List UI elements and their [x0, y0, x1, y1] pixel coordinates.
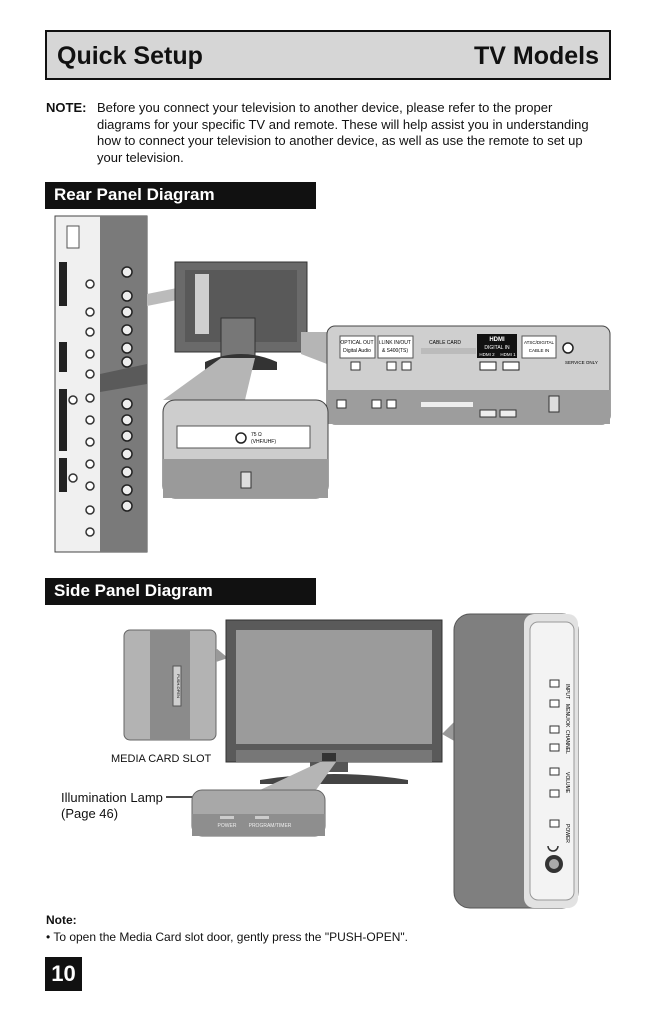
note-line: Before you connect your television to an…	[97, 100, 553, 115]
header-title-right: TV Models	[473, 42, 599, 70]
digital-in-label: DIGITAL IN	[484, 345, 510, 351]
hdmi2-label: HDMI 2	[479, 352, 495, 357]
rear-side-strip	[54, 215, 148, 553]
tv-rear-view	[174, 261, 308, 370]
atsc-label: ATSC/DIGITAL	[524, 340, 555, 345]
note-line: your television.	[97, 149, 184, 165]
push-open-label: PUSH-OPEN	[176, 674, 181, 698]
rear-panel-section-title: Rear Panel Diagram	[45, 182, 316, 209]
note-line: how to connect your television to anothe…	[97, 133, 583, 148]
side-btn-label: VOLUME	[564, 772, 570, 794]
program-timer-label: PROGRAM/TIMER	[249, 823, 292, 829]
side-control-strip: INPUT MENU/OK CHANNEL VOLUME POWER	[453, 613, 579, 909]
optical-sublabel: Digital Audio	[343, 348, 371, 354]
optical-label: OPTICAL OUT	[340, 340, 373, 346]
media-card-slot-detail: PUSH-OPEN	[123, 629, 217, 741]
side-btn-label: MENU/OK	[564, 704, 570, 728]
side-panel-section-title: Side Panel Diagram	[45, 578, 316, 605]
side-btn-label: CHANNEL	[564, 730, 570, 754]
tv-front-view	[225, 619, 443, 784]
atsc-sublabel: CABLE IN	[529, 348, 550, 353]
rear-panel-diagram: OPTICAL OUT Digital Audio i.LINK IN/OUT …	[54, 215, 611, 553]
side-panel-diagram: PUSH-OPEN POWER PROGRAM/TIMER INPUT	[123, 613, 579, 909]
rear-antenna-panel: 75 Ω (VHF/UHF)	[162, 399, 329, 499]
ilink-label: i.LINK IN/OUT	[379, 340, 411, 346]
note-text: Before you connect your television to an…	[97, 100, 617, 166]
media-card-slot-caption: MEDIA CARD SLOT	[111, 753, 212, 765]
page-header: Quick Setup TV Models	[45, 30, 611, 80]
power-indicator-label: POWER	[218, 823, 237, 829]
hdmi1-label: HDMI 1	[500, 352, 516, 357]
rear-connector-panel: OPTICAL OUT Digital Audio i.LINK IN/OUT …	[326, 325, 611, 425]
vhf-sublabel: (VHF/UHF)	[251, 439, 276, 445]
lamp-label-line: (Page 46)	[61, 806, 119, 821]
cable-card-label: CABLE CARD	[429, 340, 461, 346]
footer-note-text: • To open the Media Card slot door, gent…	[46, 930, 409, 944]
hdmi-logo-text: HDMI	[489, 337, 505, 343]
side-btn-label: INPUT	[564, 684, 570, 699]
illumination-lamp-label: Illumination Lamp (Page 46)	[61, 790, 163, 822]
page-number: 10	[45, 957, 82, 991]
vhf-label: 75 Ω	[251, 432, 262, 438]
header-title-left: Quick Setup	[57, 42, 203, 70]
footer-note-title: Note:	[46, 913, 77, 927]
side-btn-label: POWER	[564, 824, 570, 843]
note-line: diagrams for your specific TV and remote…	[97, 116, 589, 132]
note-label: NOTE:	[46, 100, 87, 115]
indicator-panel: POWER PROGRAM/TIMER	[191, 789, 326, 837]
ilink-sublabel: & S400(TS)	[382, 348, 408, 354]
lamp-label-line: Illumination Lamp	[61, 790, 163, 805]
service-label: SERVICE ONLY	[565, 360, 598, 365]
